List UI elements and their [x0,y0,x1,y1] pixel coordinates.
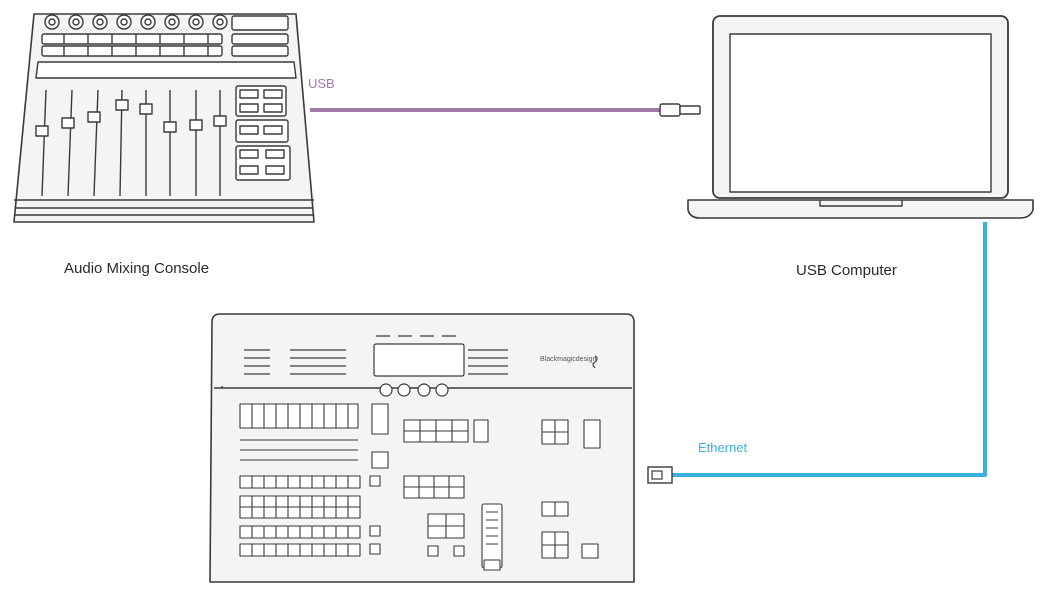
ethernet-cable [647,222,987,484]
usb-computer-laptop [687,15,1034,219]
laptop-screen [729,33,992,193]
ethernet-cable-label: Ethernet [698,440,748,455]
usb-computer-label: USB Computer [796,262,897,279]
mixer-faders [35,89,227,197]
switcher-top-panel [244,335,598,397]
lcd-display [373,343,465,377]
switcher-right-controls [541,419,601,559]
switcher-key-banks [239,403,389,557]
audio-mixing-console-label: Audio Mixing Console [64,260,210,277]
audio-mixing-console [13,13,315,223]
switcher-center-controls [403,419,503,571]
usb-cable-label: USB [308,76,335,91]
mixer-button-rows [41,33,289,57]
mixer-display [231,15,289,31]
switcher-brand-logo: Blackmagicdesign [540,356,597,363]
atem-switcher [209,313,635,583]
usb-cable [310,103,701,117]
t-bar-handle [483,559,501,571]
mixer-knobs [44,14,228,30]
usb-connector-icon [679,105,701,115]
mixer-transport-buttons [235,85,291,181]
